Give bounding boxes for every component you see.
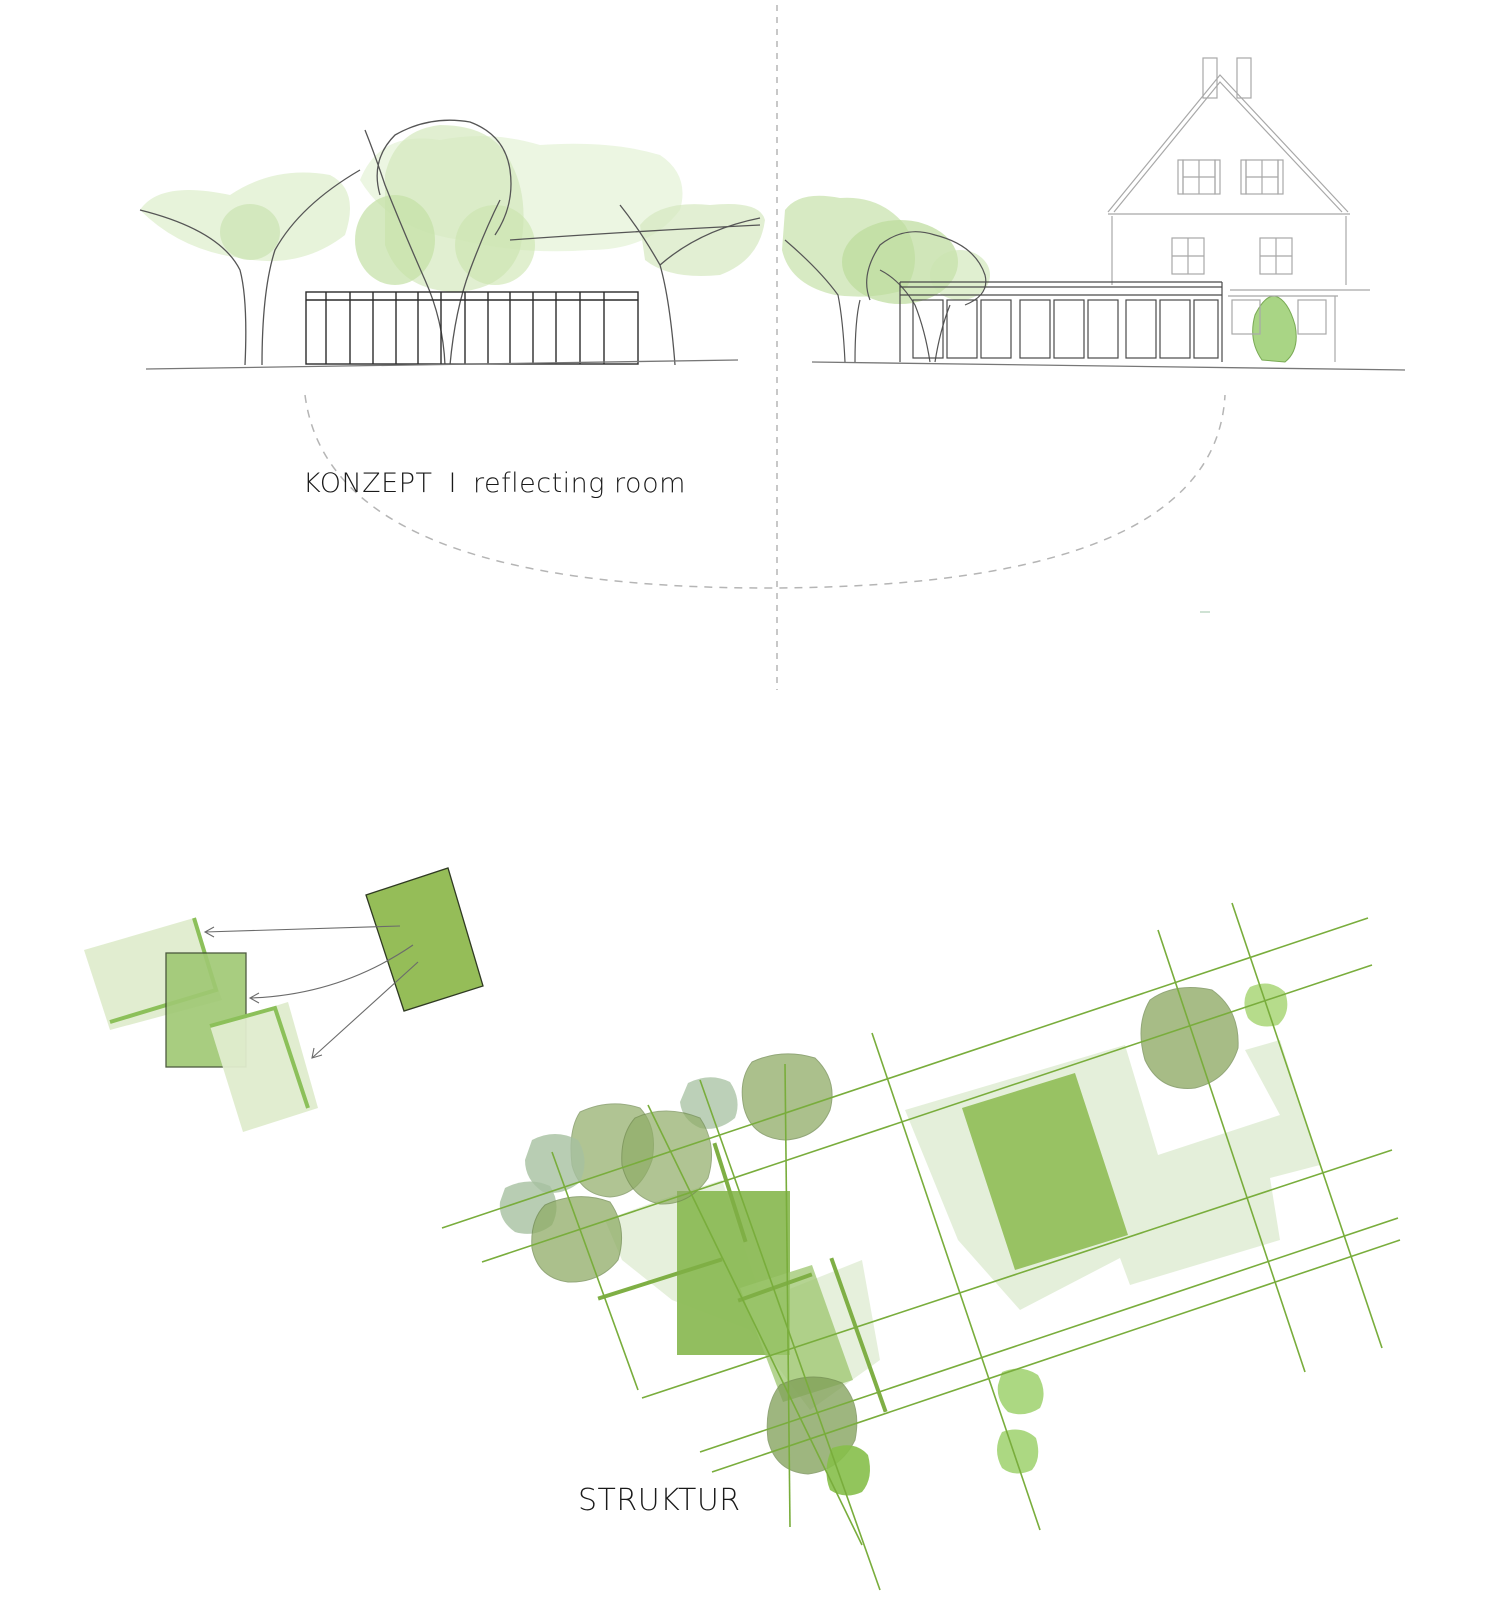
tree-trunk: [854, 299, 861, 363]
tree-trunk: [449, 199, 501, 366]
concept-title-separator: I: [448, 468, 457, 499]
tree-trunk: [619, 204, 676, 366]
right-tree-lines: [784, 231, 987, 363]
right-tree-canopies: [782, 195, 1297, 363]
pavilion-frame: [305, 291, 639, 365]
structure-plan: [441, 902, 1401, 1591]
grid-line: [871, 1032, 1041, 1531]
rotation-diagram: [84, 867, 484, 1132]
grid-line: [647, 1104, 863, 1546]
grid-line: [699, 1217, 1399, 1453]
extension-door: [1087, 299, 1119, 359]
tree-crown: [1140, 987, 1239, 1089]
concept-title-main: KONZEPT: [303, 468, 433, 499]
tree-crown: [826, 1445, 870, 1496]
source-volume-dark: [365, 867, 484, 1012]
reflection-arc: [304, 394, 1226, 589]
rotation-arrows: [203, 925, 419, 1059]
arrow-head: [203, 926, 215, 938]
structure-title: STRUKTUR: [578, 1483, 741, 1518]
arrow-head: [248, 992, 260, 1004]
grid-line: [711, 1239, 1401, 1473]
tree-trunk: [879, 269, 931, 363]
grid-line: [784, 1063, 791, 1528]
grid-line: [441, 917, 1369, 1229]
arrow-head: [311, 1047, 323, 1059]
extension-door: [946, 299, 978, 359]
tree-outline: [866, 231, 987, 306]
tree-canopy: [930, 250, 990, 300]
left-tree-lines: [139, 119, 761, 366]
tree-trunk: [784, 239, 846, 363]
grid-line: [1157, 929, 1306, 1373]
tree-crown: [997, 1429, 1039, 1474]
arrow-line: [311, 961, 419, 1059]
tree-branch: [659, 217, 761, 266]
tree-crown: [997, 1368, 1044, 1415]
existing-house-elevation: [1107, 57, 1370, 362]
left-tree-canopies: [140, 125, 765, 292]
grid-line: [641, 1149, 1393, 1399]
grid-line: [551, 1151, 639, 1391]
left-ground-line: [145, 359, 739, 370]
pavilion-rotated-volume: [740, 1265, 853, 1402]
existing-house-footprint: [905, 1040, 1320, 1310]
grid-line: [481, 964, 1373, 1263]
grid-line: [699, 1079, 881, 1591]
tree-canopy: [842, 220, 958, 304]
tree-trunk: [364, 129, 446, 366]
tree-trunk: [934, 304, 951, 363]
extension-door: [980, 299, 1012, 359]
tree-crown: [531, 1196, 623, 1283]
main-volume-dark: [962, 1073, 1128, 1270]
tree-outline: [376, 119, 512, 236]
extension-door: [1159, 299, 1191, 359]
arrow-line: [249, 944, 414, 999]
tree-trunk: [139, 209, 247, 366]
tree-canopy: [640, 204, 765, 276]
small-shrub: [1252, 295, 1297, 363]
extension-door: [912, 299, 944, 359]
tree-crown: [741, 1053, 833, 1141]
concept-section: [139, 5, 1406, 690]
grid-line: [1231, 902, 1383, 1349]
house-roof: [1107, 74, 1349, 213]
extension-door: [1053, 299, 1085, 359]
pavilion-walls: [597, 1142, 888, 1413]
chimney: [1202, 57, 1218, 99]
arrow-line: [204, 925, 401, 933]
right-ground-line: [811, 361, 1406, 371]
structure-grid-lines: [441, 902, 1401, 1591]
concept-title-sub: reflecting room: [472, 468, 686, 499]
tree-canopy: [355, 195, 435, 285]
tree-canopy: [220, 204, 280, 260]
tree-trunk: [261, 169, 361, 366]
extension-door: [1193, 299, 1219, 359]
left-pavilion-elevation: [305, 291, 639, 365]
extension-door: [1019, 299, 1051, 359]
extension-door: [1125, 299, 1157, 359]
rotated-volume-lower: [210, 1002, 318, 1132]
tree-crown: [621, 1110, 713, 1205]
tree-crown: [525, 1134, 585, 1193]
tree-canopy: [455, 205, 535, 285]
chimney: [1236, 57, 1252, 99]
extension-elevation: [899, 281, 1223, 362]
